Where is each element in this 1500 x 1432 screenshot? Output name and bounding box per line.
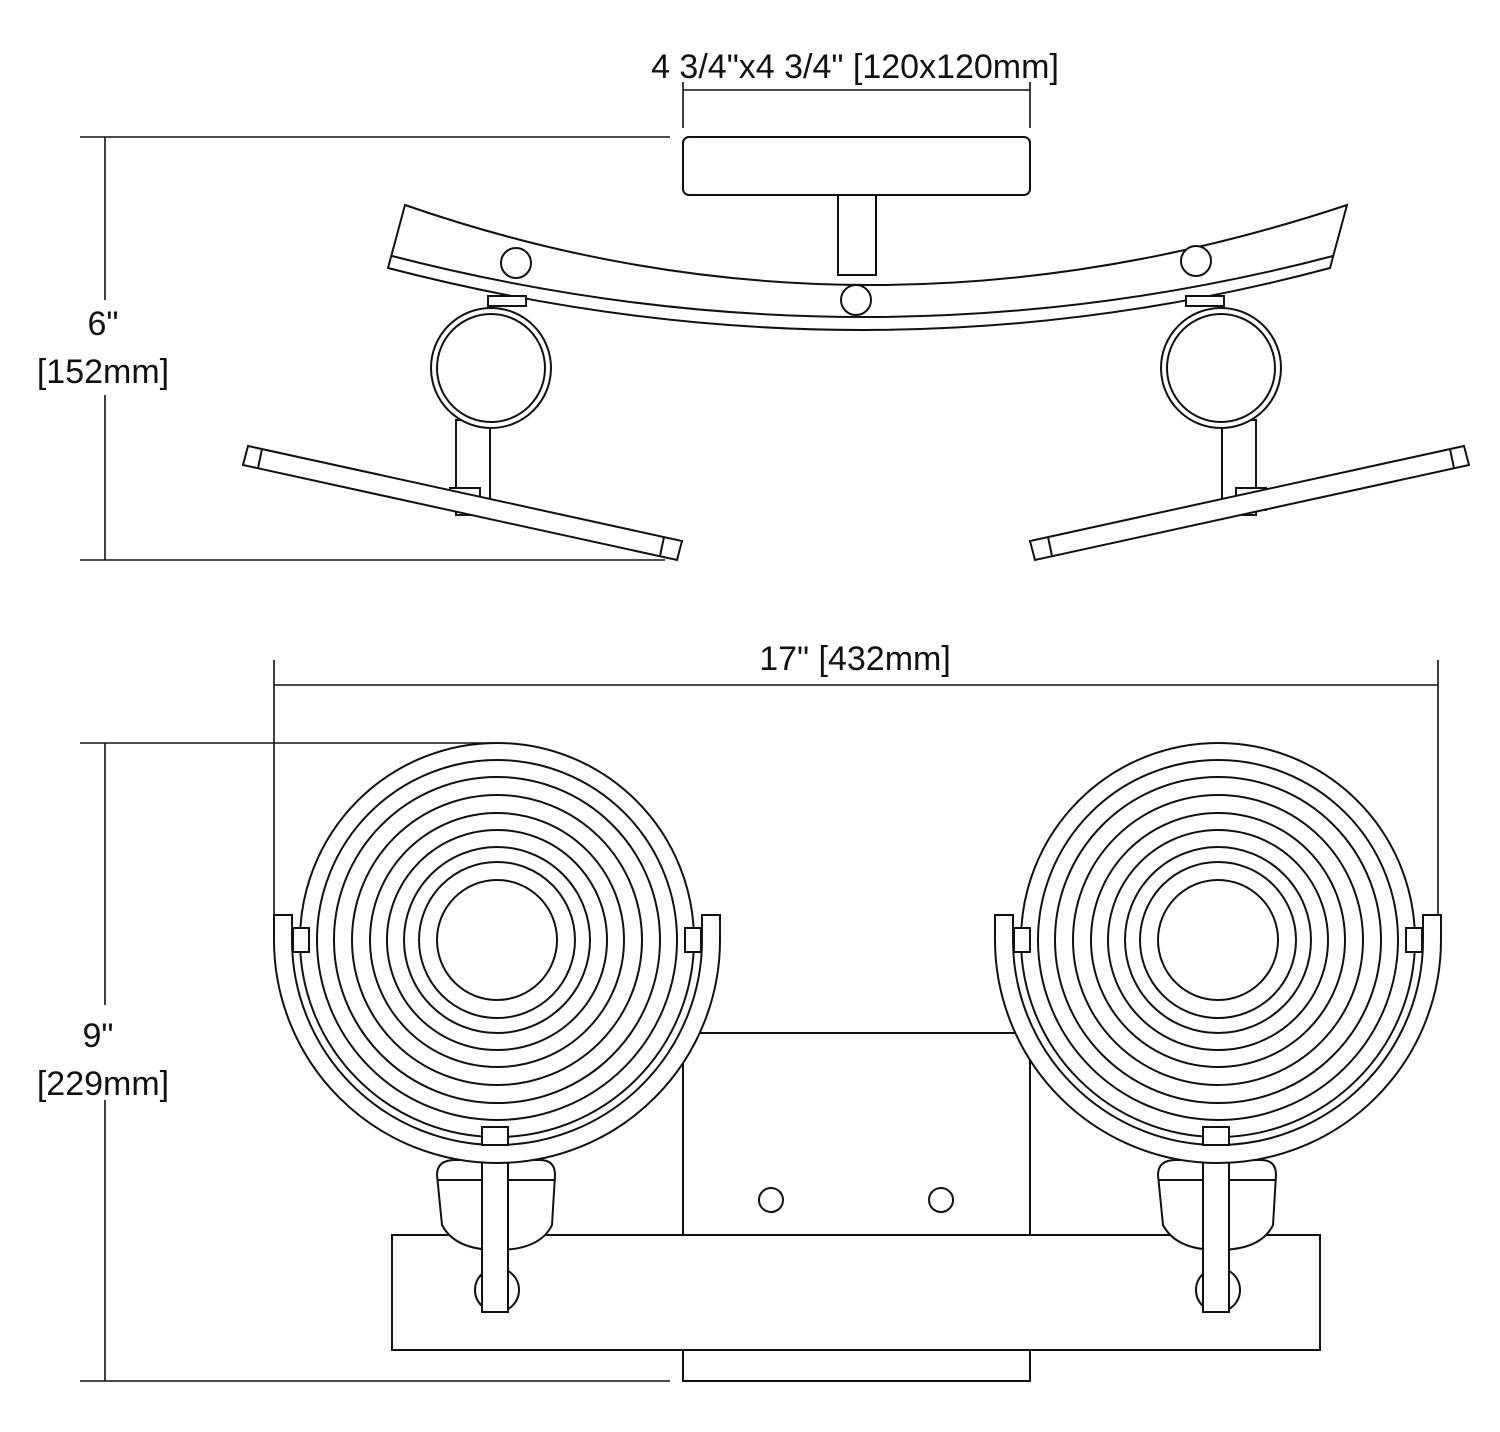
left-spotlight-front — [273, 742, 721, 1313]
right-spotlight-front — [994, 742, 1442, 1313]
top-view: 4 3/4"x4 3/4" [120x120mm] 6" [152mm] — [37, 48, 1471, 562]
height-dimension-line-top — [80, 136, 670, 561]
canopy — [682, 136, 1031, 196]
canopy-stem — [837, 194, 877, 276]
left-spotlight-side — [241, 295, 684, 562]
front-height-dimension-line — [80, 742, 670, 1382]
front-view: 17" [432mm] 9" [229mm] — [37, 640, 1442, 1382]
width-label: 17" [432mm] — [759, 640, 951, 678]
right-spotlight-side — [1028, 295, 1471, 562]
top-height-mm: [152mm] — [37, 353, 169, 391]
width-dimension-line — [273, 660, 1439, 915]
curved-bar — [386, 203, 1349, 331]
mounting-hole — [758, 1187, 784, 1213]
front-height-mm: [229mm] — [37, 1065, 169, 1103]
top-height-inches: 6" — [88, 305, 119, 343]
front-height-inches: 9" — [83, 1017, 114, 1055]
mounting-hole — [928, 1187, 954, 1213]
canopy-dimension-line — [682, 82, 1031, 128]
crossbar — [391, 1234, 1321, 1351]
canopy-dimension-label: 4 3/4"x4 3/4" [120x120mm] — [651, 48, 1059, 86]
